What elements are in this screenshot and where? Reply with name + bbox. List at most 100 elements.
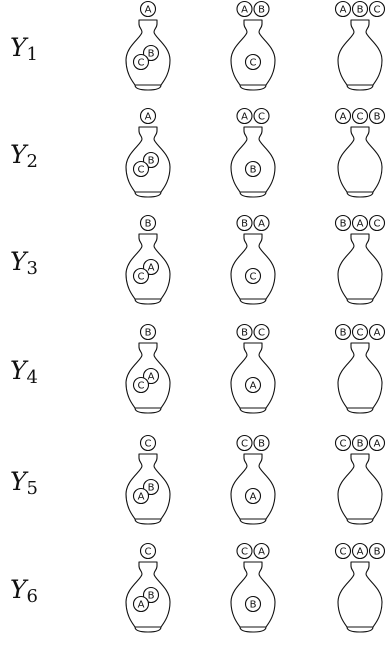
svg-text:C: C bbox=[138, 272, 145, 283]
ball-outside-a: A bbox=[370, 436, 385, 451]
vase-icon bbox=[338, 234, 382, 304]
ball-outside-b: B bbox=[336, 216, 351, 231]
ball-inside-a: A bbox=[246, 378, 261, 393]
ball-outside-a: A bbox=[336, 2, 351, 17]
ball-outside-b: B bbox=[254, 436, 269, 451]
ball-outside-c: C bbox=[254, 109, 269, 124]
row-label-subscript: 2 bbox=[27, 151, 38, 172]
row-label-y1: Y1 bbox=[10, 28, 80, 68]
svg-text:A: A bbox=[250, 381, 257, 392]
svg-text:B: B bbox=[148, 591, 155, 602]
ball-inside-c: C bbox=[246, 269, 261, 284]
svg-text:C: C bbox=[357, 112, 364, 123]
ball-outside-c: C bbox=[141, 544, 156, 559]
vase-icon bbox=[338, 343, 382, 413]
svg-text:C: C bbox=[340, 547, 347, 558]
vase-cell: A BC bbox=[126, 2, 170, 91]
svg-text:C: C bbox=[145, 547, 152, 558]
row-label-y3: Y3 bbox=[10, 242, 80, 282]
row-label-subscript: 6 bbox=[27, 586, 38, 607]
svg-text:B: B bbox=[357, 439, 364, 450]
row-label-letter: Y bbox=[10, 356, 27, 385]
row-label-y4: Y4 bbox=[10, 351, 80, 391]
svg-text:C: C bbox=[250, 58, 257, 69]
svg-text:C: C bbox=[258, 112, 265, 123]
row-label-letter: Y bbox=[10, 467, 27, 496]
svg-text:C: C bbox=[374, 219, 381, 230]
ball-inside-c: C bbox=[134, 55, 149, 70]
ball-outside-c: C bbox=[336, 436, 351, 451]
ball-outside-b: B bbox=[336, 325, 351, 340]
ball-outside-c: C bbox=[370, 216, 385, 231]
ball-outside-c: C bbox=[237, 436, 252, 451]
ball-outside-b: B bbox=[141, 216, 156, 231]
ball-outside-b: B bbox=[237, 325, 252, 340]
ball-inside-b: B bbox=[246, 162, 261, 177]
svg-text:A: A bbox=[148, 372, 155, 383]
svg-text:A: A bbox=[357, 547, 364, 558]
svg-text:B: B bbox=[145, 219, 152, 230]
vase-cell: AB C bbox=[231, 2, 275, 91]
svg-text:B: B bbox=[340, 328, 347, 339]
ball-outside-c: C bbox=[353, 325, 368, 340]
svg-text:B: B bbox=[148, 49, 155, 60]
svg-text:A: A bbox=[374, 439, 381, 450]
ball-inside-c: C bbox=[134, 378, 149, 393]
svg-text:B: B bbox=[258, 439, 265, 450]
vase-cell: C BA bbox=[126, 436, 170, 525]
svg-text:B: B bbox=[258, 5, 265, 16]
svg-text:A: A bbox=[250, 492, 257, 503]
ball-outside-b: B bbox=[353, 436, 368, 451]
svg-text:A: A bbox=[148, 263, 155, 274]
row-label-subscript: 5 bbox=[27, 478, 38, 499]
ball-outside-b: B bbox=[254, 2, 269, 17]
ball-outside-c: C bbox=[254, 325, 269, 340]
svg-text:C: C bbox=[145, 439, 152, 450]
svg-text:B: B bbox=[148, 483, 155, 494]
svg-text:A: A bbox=[138, 492, 145, 503]
svg-text:C: C bbox=[374, 5, 381, 16]
svg-text:A: A bbox=[138, 600, 145, 611]
vase-cell: C BA bbox=[126, 544, 170, 633]
ball-outside-a: A bbox=[141, 2, 156, 17]
row-label-y5: Y5 bbox=[10, 462, 80, 502]
svg-text:C: C bbox=[357, 328, 364, 339]
vase-icon bbox=[338, 562, 382, 632]
ball-inside-c: C bbox=[134, 269, 149, 284]
svg-text:B: B bbox=[374, 112, 381, 123]
row-label-subscript: 3 bbox=[27, 258, 38, 279]
ball-inside-c: C bbox=[246, 55, 261, 70]
ball-inside-b: B bbox=[246, 597, 261, 612]
svg-text:A: A bbox=[340, 112, 347, 123]
ball-outside-c: C bbox=[141, 436, 156, 451]
svg-text:B: B bbox=[148, 156, 155, 167]
row-label-letter: Y bbox=[10, 33, 27, 62]
svg-text:A: A bbox=[145, 112, 152, 123]
svg-text:C: C bbox=[138, 58, 145, 69]
svg-text:A: A bbox=[374, 328, 381, 339]
svg-text:C: C bbox=[250, 272, 257, 283]
svg-text:B: B bbox=[250, 165, 257, 176]
vase-cell: BAC bbox=[126, 325, 170, 414]
svg-text:A: A bbox=[258, 547, 265, 558]
svg-text:B: B bbox=[374, 547, 381, 558]
svg-text:A: A bbox=[241, 5, 248, 16]
svg-text:C: C bbox=[138, 165, 145, 176]
vase-icon bbox=[338, 454, 382, 524]
svg-text:C: C bbox=[340, 439, 347, 450]
ball-inside-a: A bbox=[134, 597, 149, 612]
svg-text:C: C bbox=[241, 547, 248, 558]
row-label-y2: Y2 bbox=[10, 135, 80, 175]
svg-text:C: C bbox=[138, 381, 145, 392]
